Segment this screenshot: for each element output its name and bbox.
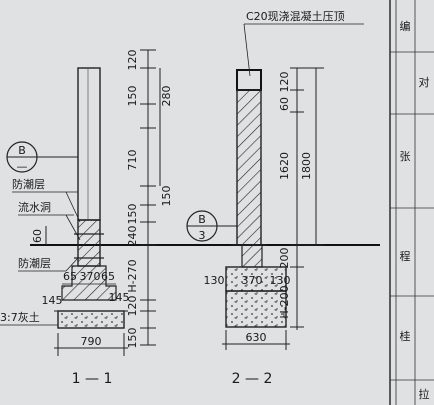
label-moisture-2: 防潮层 xyxy=(18,256,51,270)
dim-130-right: 130 xyxy=(270,274,291,287)
cap-2 xyxy=(236,69,262,91)
side-char-1: 编 xyxy=(400,19,411,33)
side-char-5: 桂 xyxy=(400,329,411,343)
dim-145-left: 145 xyxy=(42,294,63,307)
section-2-title: 2 — 2 xyxy=(232,371,273,387)
wall-1 xyxy=(77,67,101,221)
dim-370-b: 370 xyxy=(242,274,263,287)
dim-120-a: 120 xyxy=(126,50,139,71)
side-char-4: 程 xyxy=(400,250,411,263)
section-1-1: 120 150 280 710 150 150 240 H-270 120 15… xyxy=(31,49,173,387)
side-table: 编 对 张 程 桂 拉 xyxy=(389,0,434,405)
dim-150-b: 150 xyxy=(160,186,173,207)
label-lime-soil: 3:7灰土 xyxy=(0,310,40,324)
footing-1 xyxy=(61,265,117,301)
dim-280: 280 xyxy=(160,86,173,107)
dim-150-d: 150 xyxy=(126,328,139,349)
callout-b3-top: B xyxy=(198,213,206,226)
dim-60-left: 60 xyxy=(31,229,44,243)
dim-h270: H-270 xyxy=(126,259,139,292)
dim-200: 200 xyxy=(278,248,291,269)
dim-630: 630 xyxy=(246,331,267,344)
dim-145-right: 145 xyxy=(109,291,130,304)
dim-370: 370 xyxy=(80,270,101,283)
dim-790: 790 xyxy=(81,335,102,348)
side-char-3: 张 xyxy=(400,150,411,163)
dim-130-left: 130 xyxy=(204,274,225,287)
dim-65-left: 65 xyxy=(63,270,77,283)
dim-65-right: 65 xyxy=(101,270,115,283)
dim-1620: 1620 xyxy=(278,152,291,180)
side-char-6: 拉 xyxy=(419,387,430,401)
dim-120-b: 120 xyxy=(126,296,139,317)
section-2-2: C20现浇混凝土压顶 120 60 1620 1800 200 H-200 13… xyxy=(186,9,364,387)
section-1-title: 1 — 1 xyxy=(72,371,113,387)
label-moisture-1: 防潮层 xyxy=(12,177,45,191)
pillar-2 xyxy=(236,89,262,246)
callout-b-top: B xyxy=(18,144,26,157)
lime-pad-1 xyxy=(57,310,125,329)
dim-h200: H-200 xyxy=(278,285,291,318)
footing-base-2 xyxy=(225,290,287,328)
callout-b3-bottom: 3 xyxy=(199,229,206,242)
base-1 xyxy=(77,219,101,267)
section-1-labels: B — 防潮层 流水洞 防潮层 3:7灰土 xyxy=(0,141,81,326)
footing-top-2 xyxy=(225,266,287,292)
side-char-2: 对 xyxy=(419,75,430,89)
callout-b-bottom: — xyxy=(17,160,28,173)
dim-60-c: 60 xyxy=(278,97,291,111)
dim-120-c: 120 xyxy=(278,72,291,93)
note-top: C20现浇混凝土压顶 xyxy=(246,9,345,23)
dim-240: 240 xyxy=(126,226,139,247)
dim-1800: 1800 xyxy=(300,152,313,180)
dim-150-c: 150 xyxy=(126,204,139,225)
dim-150-a: 150 xyxy=(126,86,139,107)
dim-710: 710 xyxy=(126,150,139,171)
neck-2 xyxy=(241,244,263,268)
label-drain-hole: 流水洞 xyxy=(18,200,51,214)
